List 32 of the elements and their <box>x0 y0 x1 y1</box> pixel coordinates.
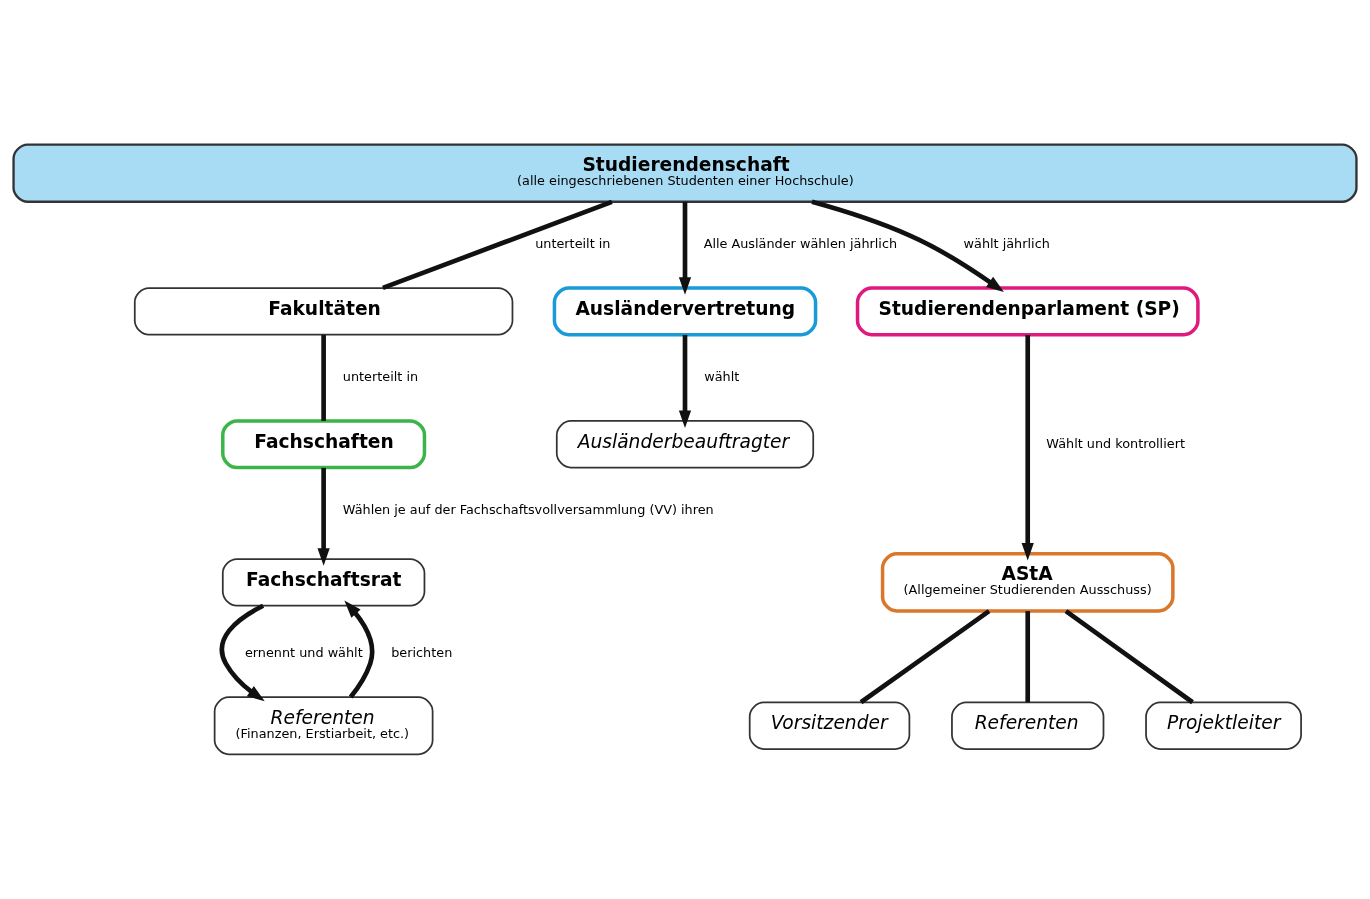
connector <box>1025 611 1031 703</box>
arrow <box>344 600 375 699</box>
edge-label: ernennt und wählt <box>244 645 363 661</box>
arrow <box>317 467 330 566</box>
node-box: AStA (Allgemeiner Studierenden Ausschuss) <box>880 552 1175 613</box>
node-box: Fakultäten <box>133 287 514 336</box>
edge-label: Wählen je auf der Fachschaftsvollversammlung (VV) ihren <box>342 501 714 517</box>
node-box: Studierendenparlament (SP) <box>855 286 1200 337</box>
edge-label: unterteilt in <box>535 236 611 252</box>
edge-label: unterteilt in <box>342 369 419 385</box>
connector <box>321 334 326 421</box>
edge-label: berichten <box>391 645 453 661</box>
connector <box>859 609 991 705</box>
edge-label: wählt jährlich <box>963 236 1050 252</box>
arrow <box>1021 335 1034 561</box>
node-box: Vorsitzender <box>748 701 911 750</box>
arrow <box>811 199 1004 292</box>
node-box: Referenten <box>951 701 1105 750</box>
node-box: Ausländerbeauftragter <box>555 420 815 469</box>
arrow <box>678 334 692 428</box>
node-box: Referenten (Finanzen, Erstiarbeit, etc.) <box>213 696 434 756</box>
edge-label: wählt <box>704 369 740 385</box>
node-box: Projektleiter <box>1145 701 1302 750</box>
node-box: Fachschaften <box>221 419 427 470</box>
edge-label: Alle Ausländer wählen jährlich <box>703 236 898 252</box>
node-box: Ausländervertretung <box>552 286 818 337</box>
connector <box>1064 609 1194 705</box>
node-box: Fachschaftsrat <box>221 558 426 607</box>
node-box: Studierendenschaft (alle eingeschriebenen Studenten einer Hochschule) <box>12 143 1358 203</box>
edge-label: Wählt und kontrolliert <box>1046 435 1185 451</box>
arrow <box>678 201 692 295</box>
arrow <box>219 603 265 702</box>
